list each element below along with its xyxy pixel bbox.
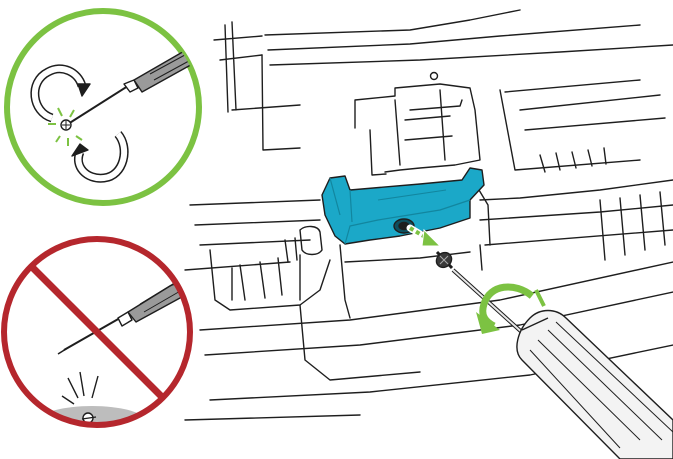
screw-icon [435,250,454,270]
correct-method-callout [4,8,202,206]
pull-out-arrow [406,224,442,247]
rotate-counterclockwise-arrow [476,283,546,334]
separation-pad-part [321,167,485,245]
prohibited-icon [28,263,166,401]
screwdriver-icon [451,268,673,459]
prohibited-callout [1,236,193,428]
